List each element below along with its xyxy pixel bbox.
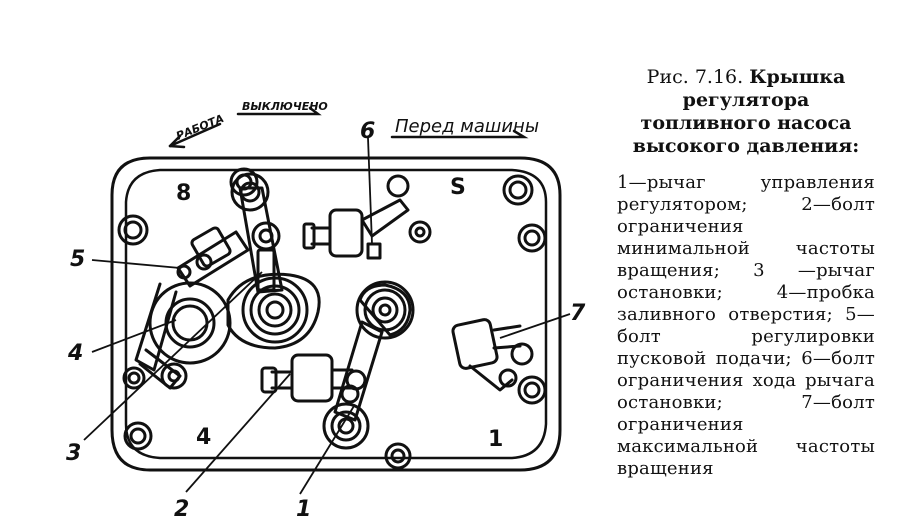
callout-4: 4 [67,341,83,366]
caption-body: 1—рычаг управления регулятором; 2—болт о… [617,172,875,479]
cylinder-number: 4 [196,425,211,450]
corner-bolts [117,167,547,470]
callout-5: 5 [70,247,85,272]
caption-prefix: Рис. 7.16. [646,66,744,88]
callout-2: 2 [174,497,189,522]
stop-stroke-bolt [302,174,432,260]
caption-heading: Крышка регулятора топливного насоса высо… [632,66,860,157]
callout-3: 3 [66,441,81,466]
regulator-cover-diagram: РАБОТА ВЫКЛЮЧЕНО Перед машины 8 S 4 1 1 … [66,100,586,522]
label-off: ВЫКЛЮЧЕНО [242,100,328,113]
linkage-left [134,282,188,390]
caption-title: Рис. 7.16. Крышка регулятора топливного … [617,66,875,158]
stop-lever [230,172,284,294]
callout-7: 7 [570,301,586,326]
cover-outline [110,156,562,472]
min-speed-bolt [260,353,367,403]
filler-plug [148,281,232,365]
spiral-boss-right [355,280,415,340]
starting-feed-bolt [176,226,250,288]
label-work: РАБОТА [174,112,226,143]
cylinder-number: 8 [176,181,191,206]
callout-1: 1 [296,497,311,522]
cylinder-number: S [450,175,466,200]
figure-caption: Рис. 7.16. Крышка регулятора топливного … [617,66,875,480]
cylinder-number: 1 [488,427,503,452]
callout-6: 6 [360,119,375,144]
label-front: Перед машины [395,116,539,137]
max-speed-bolt [451,318,534,392]
